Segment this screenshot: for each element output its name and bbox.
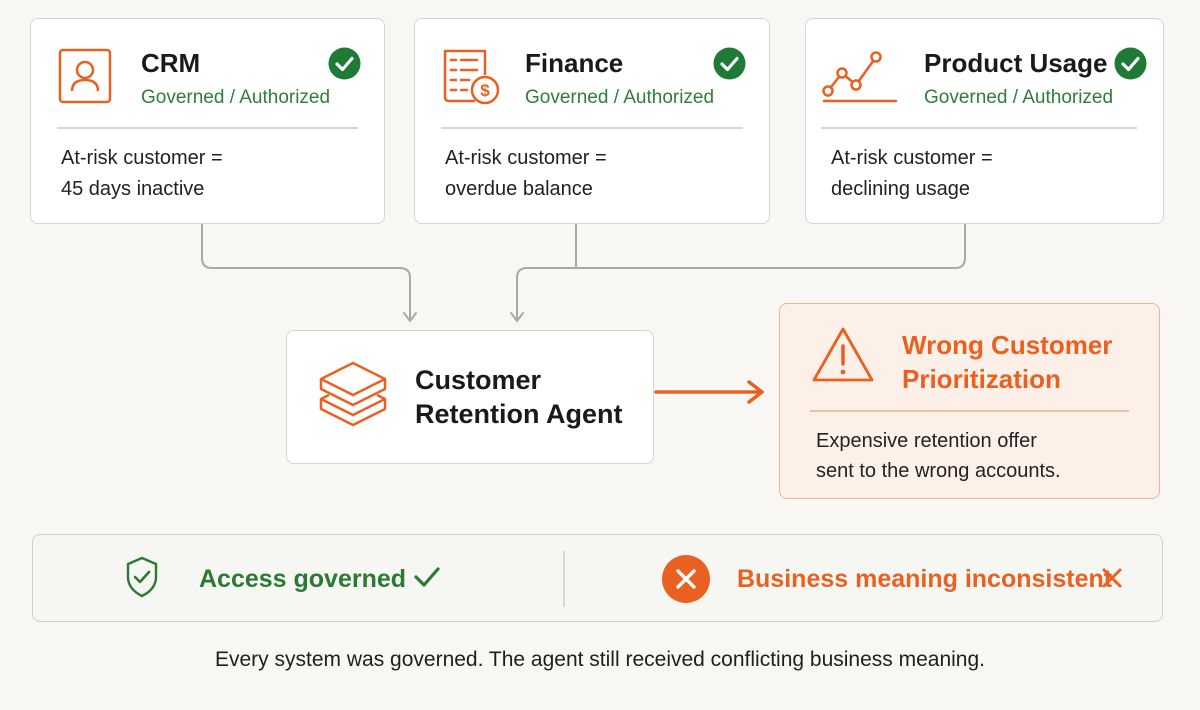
check-badge-icon	[1114, 47, 1147, 80]
arrowhead-right	[510, 312, 524, 323]
outcome-title: Wrong Customer Prioritization	[902, 330, 1113, 394]
line-chart-icon	[822, 51, 898, 103]
svg-text:$: $	[480, 81, 490, 100]
outcome-card: Wrong Customer Prioritization Expensive …	[779, 303, 1160, 499]
source-status: Governed / Authorized	[924, 87, 1114, 108]
agent-to-outcome-arrowhead	[747, 380, 764, 404]
card-divider	[821, 127, 1137, 129]
source-card-crm: CRM Governed / Authorized At-risk custom…	[30, 18, 385, 224]
access-governed-label: Access governed	[199, 565, 407, 593]
source-definition: At-risk customer = declining usage	[831, 147, 993, 200]
x-icon	[1102, 568, 1122, 588]
source-card-product-usage: Product Usage Governed / Authorized At-r…	[805, 18, 1164, 224]
invoice-dollar-icon: $	[443, 49, 500, 105]
source-definition: At-risk customer = overdue balance	[445, 147, 607, 200]
outcome-divider	[810, 410, 1129, 412]
source-card-finance: $ Finance Governed / Authorized At-risk …	[414, 18, 770, 224]
connector-usage-to-agent	[516, 224, 966, 320]
agent-card: Customer Retention Agent	[286, 330, 654, 464]
card-divider	[57, 127, 358, 129]
person-icon	[58, 48, 112, 104]
check-icon	[414, 567, 440, 587]
check-badge-icon	[328, 47, 361, 80]
x-circle-icon	[662, 555, 710, 603]
shield-check-icon	[126, 556, 158, 598]
source-status: Governed / Authorized	[141, 87, 331, 108]
source-status: Governed / Authorized	[525, 87, 715, 108]
source-title: CRM	[141, 48, 201, 78]
source-definition: At-risk customer = 45 days inactive	[61, 147, 223, 200]
source-title: Finance	[525, 48, 624, 78]
agent-label: Customer Retention Agent	[415, 365, 623, 429]
warning-triangle-icon	[812, 327, 874, 382]
summary-divider	[563, 551, 565, 607]
outcome-description: Expensive retention offer sent to the wr…	[816, 430, 1061, 482]
business-meaning-inconsistent-label: Business meaning inconsistent	[737, 565, 1113, 593]
check-badge-icon	[713, 47, 746, 80]
arrowhead-left	[403, 312, 417, 323]
source-title: Product Usage	[924, 48, 1108, 78]
connector-crm-to-agent	[201, 224, 411, 320]
caption: Every system was governed. The agent sti…	[215, 648, 985, 671]
summary-bar: Access governed Business meaning inconsi…	[32, 534, 1163, 622]
layers-icon	[319, 361, 387, 427]
card-divider	[441, 127, 743, 129]
